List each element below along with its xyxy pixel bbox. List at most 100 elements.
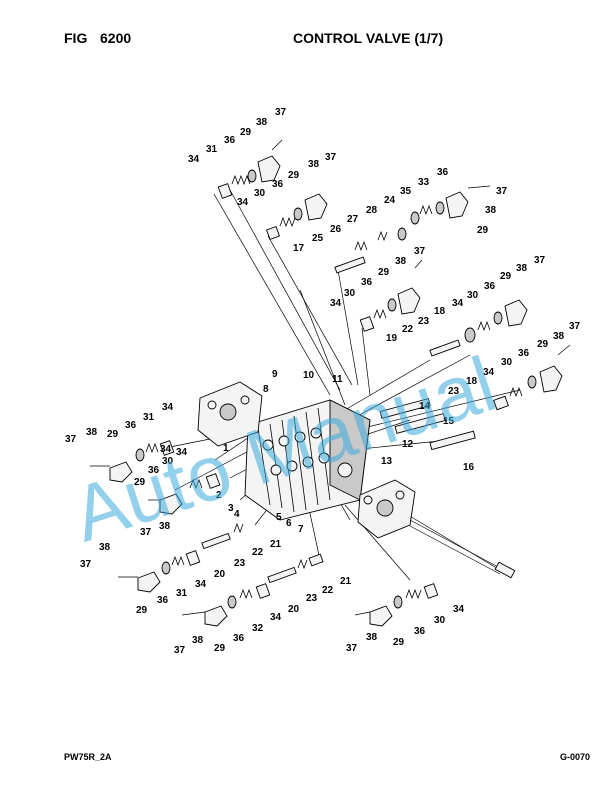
callout-22: 22 <box>402 324 414 335</box>
callout-23: 23 <box>448 386 460 397</box>
callout-30: 30 <box>467 290 479 301</box>
callout-34: 34 <box>195 579 207 590</box>
callout-30: 30 <box>162 456 174 467</box>
callout-27: 27 <box>347 214 359 225</box>
callout-32: 32 <box>252 623 264 634</box>
inset-valve-bottom <box>357 479 416 539</box>
callout-37: 37 <box>65 434 77 445</box>
callout-29: 29 <box>288 170 300 181</box>
callout-5: 5 <box>276 512 282 523</box>
callout-36: 36 <box>361 277 373 288</box>
callout-33: 33 <box>418 177 430 188</box>
callout-29: 29 <box>107 429 119 440</box>
callout-23: 23 <box>234 558 246 569</box>
callout-8: 8 <box>263 384 269 395</box>
callout-23: 23 <box>306 593 318 604</box>
callout-34: 34 <box>452 298 464 309</box>
callout-11: 11 <box>332 374 343 385</box>
callout-31: 31 <box>143 412 155 423</box>
callout-38: 38 <box>86 427 98 438</box>
callout-38: 38 <box>516 263 528 274</box>
callout-31: 31 <box>206 144 218 155</box>
callout-22: 22 <box>322 585 334 596</box>
callout-29: 29 <box>214 643 226 654</box>
callout-34: 34 <box>176 447 188 458</box>
callout-20: 20 <box>214 569 226 580</box>
callout-24: 24 <box>384 195 396 206</box>
callout-19: 19 <box>386 333 398 344</box>
model-code: PW75R_2A <box>64 752 112 762</box>
callout-20: 20 <box>288 604 300 615</box>
callout-37: 37 <box>534 255 546 266</box>
part-callouts: 37 38 29 36 31 34 37 38 29 36 30 34 36 3… <box>65 107 581 656</box>
figure-label: FIG <box>64 30 88 46</box>
callout-37: 37 <box>414 246 426 257</box>
callout-2: 2 <box>216 490 222 501</box>
callout-29: 29 <box>240 127 252 138</box>
callout-10: 10 <box>303 370 315 381</box>
callout-35: 35 <box>400 186 412 197</box>
callout-37: 37 <box>325 152 337 163</box>
callout-38: 38 <box>192 635 204 646</box>
callout-38: 38 <box>308 159 320 170</box>
callout-34: 34 <box>160 444 172 455</box>
watermark-text: Auto Manual <box>62 339 506 558</box>
valve-body <box>244 399 371 521</box>
callout-36: 36 <box>125 420 137 431</box>
spool-assemblies <box>90 139 571 627</box>
callout-25: 25 <box>312 233 324 244</box>
callout-36: 36 <box>233 633 245 644</box>
callout-38: 38 <box>553 331 565 342</box>
callout-37: 37 <box>275 107 287 118</box>
callout-34: 34 <box>483 367 495 378</box>
callout-17: 17 <box>293 243 305 254</box>
callout-36: 36 <box>157 595 169 606</box>
callout-4: 4 <box>234 509 240 520</box>
callout-18: 18 <box>466 376 478 387</box>
callout-37: 37 <box>346 643 358 654</box>
callout-29: 29 <box>134 477 146 488</box>
callout-34: 34 <box>270 612 282 623</box>
callout-34: 34 <box>188 154 200 165</box>
page-code: G-0070 <box>560 752 591 762</box>
callout-9: 9 <box>272 369 278 380</box>
callout-37: 37 <box>569 321 581 332</box>
callout-29: 29 <box>500 271 512 282</box>
page-title: CONTROL VALVE (1/7) <box>293 30 444 46</box>
callout-13: 13 <box>381 456 393 467</box>
callout-29: 29 <box>136 605 148 616</box>
figure-number: 6200 <box>100 30 132 46</box>
callout-18: 18 <box>434 306 446 317</box>
callout-28: 28 <box>366 205 378 216</box>
callout-29: 29 <box>537 339 549 350</box>
callout-38: 38 <box>256 117 268 128</box>
callout-38: 38 <box>99 542 111 553</box>
callout-36: 36 <box>518 348 530 359</box>
callout-29: 29 <box>378 267 390 278</box>
callout-6: 6 <box>286 518 292 529</box>
callout-34: 34 <box>453 604 465 615</box>
callout-34: 34 <box>330 298 342 309</box>
callout-29: 29 <box>393 637 405 648</box>
callout-30: 30 <box>254 188 266 199</box>
callout-21: 21 <box>270 539 282 550</box>
callout-36: 36 <box>148 465 160 476</box>
callout-31: 31 <box>176 588 188 599</box>
callout-38: 38 <box>159 521 171 532</box>
callout-16: 16 <box>463 462 475 473</box>
callout-37: 37 <box>80 559 92 570</box>
callout-36: 36 <box>272 179 284 190</box>
linkage-rod <box>409 519 516 579</box>
callout-36: 36 <box>484 281 496 292</box>
callout-38: 38 <box>395 256 407 267</box>
callout-22: 22 <box>252 547 264 558</box>
callout-30: 30 <box>434 615 446 626</box>
callout-37: 37 <box>174 645 186 656</box>
callout-37: 37 <box>496 186 508 197</box>
callout-23: 23 <box>418 316 430 327</box>
callout-15: 15 <box>443 416 455 427</box>
callout-14: 14 <box>419 401 431 412</box>
callout-26: 26 <box>330 224 342 235</box>
callout-36: 36 <box>414 626 426 637</box>
